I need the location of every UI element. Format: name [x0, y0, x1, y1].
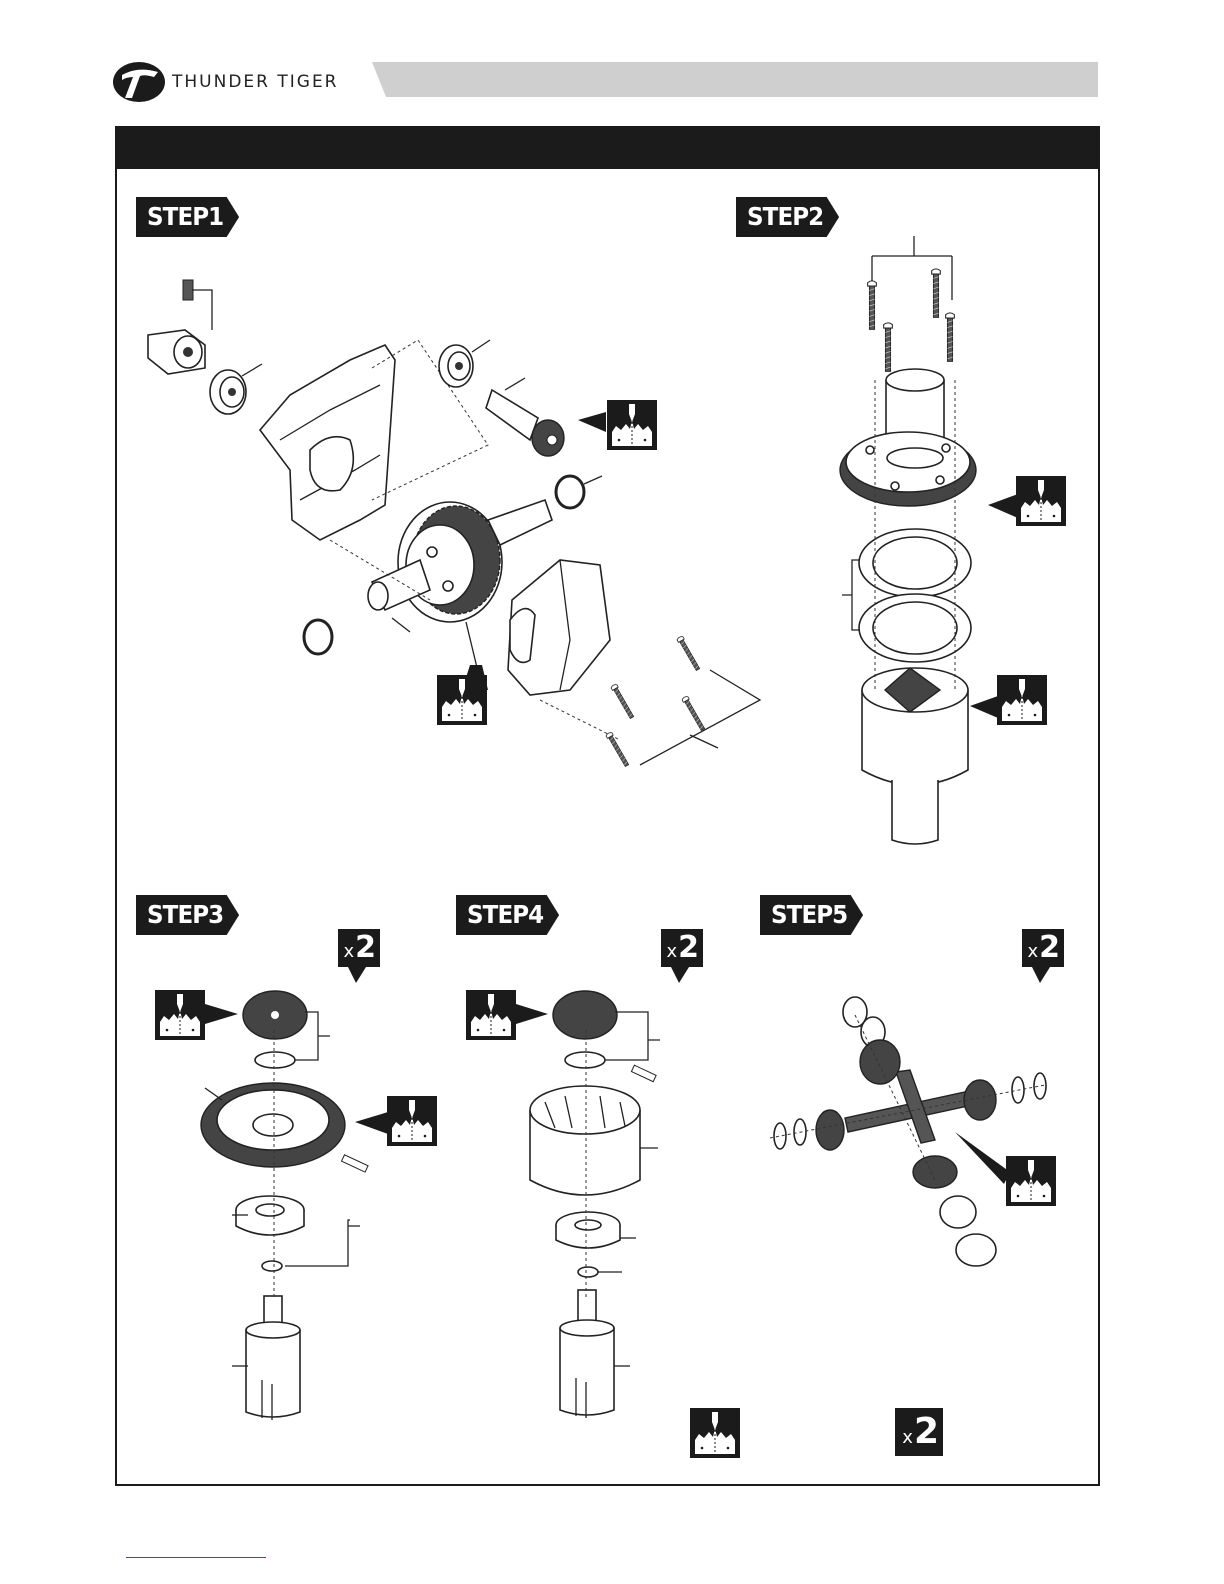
spider-gear-right [964, 1080, 996, 1120]
housing-screw [605, 732, 629, 768]
grease-icon [437, 675, 487, 725]
bearing-step4 [556, 1212, 620, 1248]
grease-icon [607, 400, 657, 450]
pin [342, 1155, 369, 1172]
washer [774, 1123, 786, 1149]
washer [940, 1196, 976, 1228]
washer [956, 1234, 996, 1266]
bearing-left [210, 370, 246, 414]
diff-case [862, 668, 968, 844]
diff-screw [868, 281, 877, 330]
bevel-gear-top [553, 991, 617, 1039]
bevel-gear-top [243, 991, 307, 1039]
diff-screw [932, 269, 941, 318]
step4-illustration [466, 990, 660, 1418]
housing-screw [676, 636, 700, 672]
set-screw [183, 280, 193, 300]
grease-icon [387, 1096, 437, 1146]
diff-case-step4 [530, 1086, 640, 1195]
o-ring-left [304, 620, 332, 654]
spider-gear-bottom [913, 1156, 957, 1188]
washer [565, 1052, 605, 1068]
bearing-top [439, 345, 473, 387]
washer [255, 1052, 295, 1068]
grease-icon [155, 990, 205, 1040]
diff-screw [946, 313, 955, 362]
cross-pin [845, 1070, 968, 1143]
housing-screw [610, 684, 634, 720]
shim [262, 1261, 282, 1271]
washer [1034, 1073, 1046, 1099]
step3-illustration [155, 990, 437, 1420]
pin [631, 1065, 656, 1081]
grease-icon [466, 990, 516, 1040]
ring-gear-step3 [201, 1083, 345, 1167]
housing-screw [681, 696, 705, 732]
diff-screw [884, 323, 893, 372]
step2-illustration [840, 236, 1066, 844]
outdrive-step4 [560, 1290, 614, 1418]
grease-icon [1006, 1156, 1056, 1206]
gearbox-housing-front [260, 345, 395, 540]
grease-icon [1016, 476, 1066, 526]
footer-link-underline [126, 1557, 266, 1558]
grease-icon [997, 675, 1047, 725]
outdrive-step3 [246, 1296, 300, 1420]
step1-illustration [148, 280, 760, 767]
legend-grease-icon [690, 1408, 740, 1458]
o-ring-right [556, 476, 584, 508]
gearbox-housing-rear [508, 560, 610, 695]
ring-gear [840, 432, 976, 506]
step5-illustration [770, 997, 1056, 1266]
spider-gear-left [816, 1110, 844, 1150]
gasket-lower [859, 594, 971, 662]
spider-gear-top [860, 1040, 900, 1084]
shim [578, 1267, 598, 1277]
pinion-gear-shaft [486, 390, 564, 456]
gasket-upper [859, 529, 971, 597]
outdrive-cup [148, 330, 205, 374]
